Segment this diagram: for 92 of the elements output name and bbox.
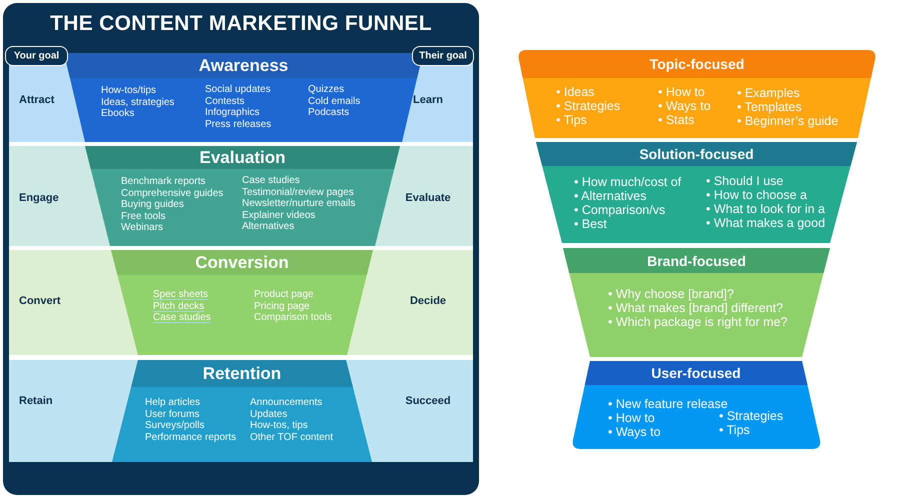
stage-band xyxy=(9,355,473,462)
content-type-item: Press releases xyxy=(205,118,272,130)
query-item: • Strategies xyxy=(556,99,620,113)
stage-band xyxy=(9,142,473,246)
content-type-item: Pricing page xyxy=(254,300,310,312)
goal-label: Attract xyxy=(19,94,54,106)
content-type-item: User forums xyxy=(145,408,200,420)
funnel-stage xyxy=(112,360,372,462)
content-type-item: Spec sheets xyxy=(153,289,208,300)
funnel-stage xyxy=(111,250,373,355)
content-type-item: Buying guides xyxy=(121,199,184,210)
funnel-segment xyxy=(571,361,822,449)
goal-tab xyxy=(5,46,68,66)
content-type-item: Product page xyxy=(254,289,314,300)
content-type-item: Comprehensive guides xyxy=(121,188,224,199)
query-item: • What to look for in a xyxy=(706,202,826,216)
stage-heading: Retention xyxy=(202,364,282,384)
content-type-item: Case studies xyxy=(153,312,211,324)
content-type-item: Explainer videos xyxy=(242,210,316,221)
query-item: • Should I use xyxy=(706,174,784,188)
query-item: • Best xyxy=(574,217,607,231)
content-type-item: How-tos, tips xyxy=(250,420,308,432)
content-type-item: Ebooks xyxy=(101,108,134,120)
content-type-item: Podcasts xyxy=(308,107,350,118)
content-type-item: How-tos/tips xyxy=(101,85,156,96)
stage-band xyxy=(9,246,473,355)
goal-label: Convert xyxy=(19,295,61,307)
query-item: • Why choose [brand]? xyxy=(608,287,734,301)
content-type-item: Benchmark reports xyxy=(121,176,206,188)
content-type-item: Pitch decks xyxy=(153,300,204,312)
query-item: • Tips xyxy=(556,113,587,127)
query-item: • How to choose a xyxy=(706,188,807,202)
content-type-item: Case studies xyxy=(242,175,300,186)
query-item: • Beginner’s guide xyxy=(737,114,838,128)
funnel-segment xyxy=(563,248,830,357)
query-item: • Tips xyxy=(719,423,750,437)
query-item: • How much/cost of xyxy=(574,175,682,189)
query-item: • Ways to xyxy=(658,99,711,113)
query-item: • Ideas xyxy=(556,85,594,99)
segment-heading: Brand-focused xyxy=(647,252,746,268)
content-type-item: Infographics xyxy=(205,107,260,118)
tab-label: Your goal xyxy=(14,50,60,62)
stage-band xyxy=(9,53,473,142)
goal-label: Learn xyxy=(413,94,443,106)
content-type-item: Free tools xyxy=(121,210,166,222)
segment-heading: Topic-focused xyxy=(650,56,744,72)
panel-title: THE CONTENT MARKETING FUNNEL xyxy=(50,12,432,36)
content-type-item: Contests xyxy=(205,96,244,107)
segment-heading: User-focused xyxy=(651,365,741,381)
query-item: • Ways to xyxy=(608,425,661,439)
funnel-segment xyxy=(536,142,857,243)
content-type-item: Surveys/polls xyxy=(145,420,204,432)
content-type-item: Ideas, strategies xyxy=(101,96,174,108)
funnel-stage xyxy=(85,146,400,246)
content-type-item: Webinars xyxy=(121,222,164,234)
content-type-item: Newsletter/nurture emails xyxy=(242,198,356,210)
query-item: • Alternatives xyxy=(574,189,646,203)
content-type-item: Comparison tools xyxy=(254,312,332,324)
query-item: • What makes a good xyxy=(706,216,826,230)
stage-heading: Evaluation xyxy=(200,148,286,168)
goal-label: Evaluate xyxy=(405,192,451,204)
content-type-item: Social updates xyxy=(205,84,271,96)
query-item: • Comparison/vs xyxy=(574,203,666,217)
content-type-item: Help articles xyxy=(145,397,200,408)
query-item: • Stats xyxy=(658,113,694,127)
stage-heading: Conversion xyxy=(195,252,289,272)
content-type-item: Announcements xyxy=(250,397,322,408)
content-type-item: Performance reports xyxy=(145,432,236,443)
query-item: • New feature release xyxy=(608,397,728,411)
query-item: • Which package is right for me? xyxy=(608,315,788,329)
content-type-item: Testimonial/review pages xyxy=(242,186,354,198)
query-item: • How to xyxy=(658,85,705,99)
content-type-item: Updates xyxy=(250,408,288,420)
query-item: • What makes [brand] different? xyxy=(608,301,784,315)
query-item: • How to xyxy=(608,411,655,425)
tab-label: Their goal xyxy=(419,50,467,62)
query-item: • Strategies xyxy=(719,409,784,423)
goal-label: Decide xyxy=(410,295,446,307)
query-item: • Templates xyxy=(737,100,802,114)
goal-tab xyxy=(412,46,474,66)
content-type-item: Other TOF content xyxy=(250,432,334,443)
segment-heading: Solution-focused xyxy=(639,146,754,162)
goal-label: Succeed xyxy=(405,395,451,407)
funnel-segment xyxy=(517,50,877,138)
content-type-item: Alternatives xyxy=(242,221,294,232)
content-type-item: Quizzes xyxy=(308,84,344,96)
goal-label: Engage xyxy=(19,192,59,204)
stage-heading: Awareness xyxy=(198,56,288,76)
goal-label: Retain xyxy=(19,395,53,407)
query-item: • Examples xyxy=(737,86,800,100)
content-type-item: Cold emails xyxy=(308,96,360,107)
infographic-panel xyxy=(3,3,479,495)
